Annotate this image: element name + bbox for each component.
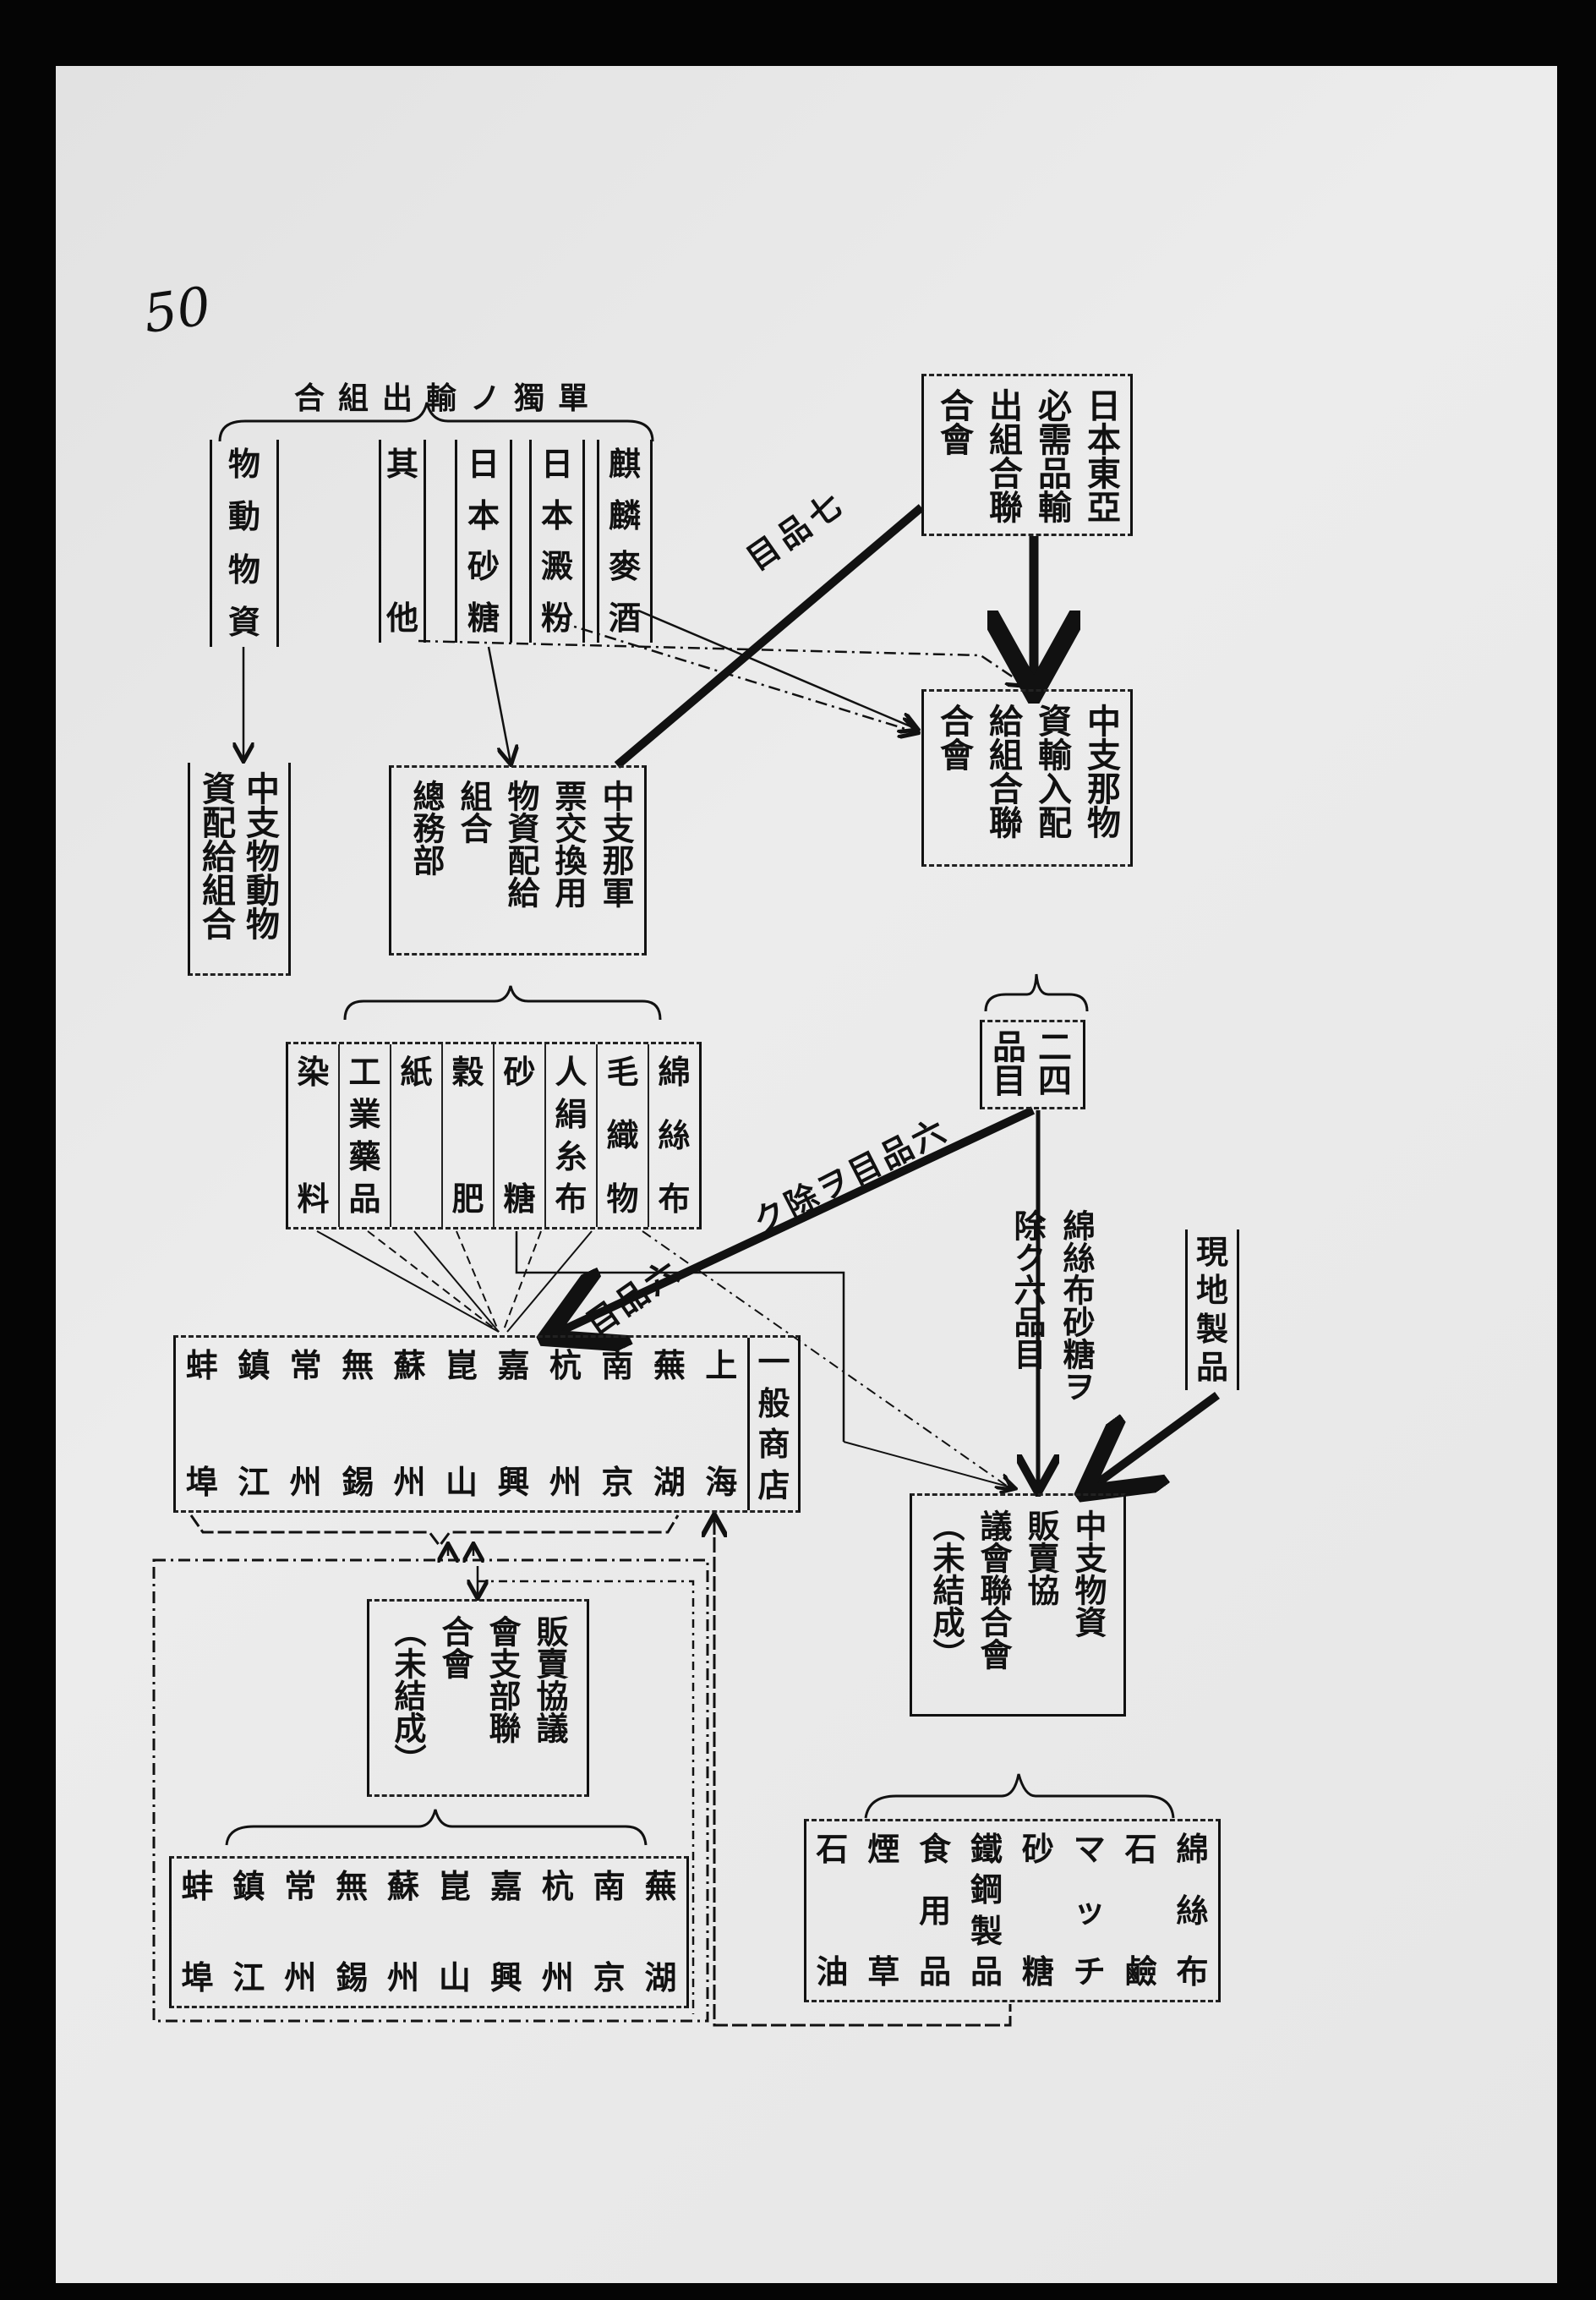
goods-item: 砂糖 [503, 1053, 536, 1218]
city: 蘇州 [387, 1867, 420, 1996]
goods-item: 煙草 [867, 1830, 900, 1991]
city: 無錫 [342, 1346, 374, 1501]
source-others: 其他 [379, 440, 426, 643]
arrow-beer [637, 609, 916, 729]
fan-lines [316, 1230, 593, 1333]
arrow-sugar [487, 646, 511, 763]
cities-lower-box: 蕪湖 南京 杭州 嘉興 崑山 蘇州 無錫 常州 鎮江 蚌埠 [169, 1856, 689, 2008]
city: 蕪湖 [653, 1346, 686, 1501]
label-excluding-cotton-sugar: 綿絲布砂糖ヲ 除ク六品目 [1008, 1209, 1096, 1402]
brace-cities [189, 1514, 680, 1548]
city: 嘉興 [497, 1346, 530, 1501]
goods-item: 綿絲布 [658, 1053, 691, 1218]
brace-goods [343, 985, 662, 1021]
city: 崑山 [445, 1346, 478, 1501]
header-independent-export-unions: 單獨ノ輸出組合 [293, 381, 602, 416]
city: 崑山 [438, 1867, 471, 1996]
goods-list-upper: 綿絲布 毛織物 人絹糸布 砂糖 穀肥 紙 工業藥品 染料 [286, 1042, 702, 1229]
brace-24-items [984, 973, 1089, 1012]
goods-item: 石鹼 [1124, 1830, 1157, 1991]
goods-item: 人絹糸布 [555, 1053, 588, 1218]
city: 南京 [601, 1346, 634, 1501]
source-mobilization-goods: 物動物資 [210, 440, 279, 647]
city: 杭州 [549, 1346, 582, 1501]
source-kirin-beer: 麒麟麥酒 [597, 440, 653, 643]
city: 蚌埠 [185, 1346, 218, 1501]
org-import-distribution-federation: 中支那物 資輸入配 給組合聯 合會 [921, 689, 1133, 867]
brace-top [218, 402, 654, 442]
source-japan-starch: 日本澱粉 [529, 440, 585, 643]
inner-dashed-connector [478, 1580, 695, 2014]
city: 鎮江 [232, 1867, 265, 1996]
thick-line-seven-items [614, 504, 925, 769]
org-sales-council-branch-federation: 販賣協議 會支部聯 合會 （未結成） [367, 1599, 589, 1797]
city: 蚌埠 [181, 1867, 214, 1996]
city: 無錫 [336, 1867, 369, 1996]
goods-item: 紙 [400, 1053, 433, 1091]
goods-item: 砂糖 [1021, 1830, 1054, 1991]
city: 蘇州 [393, 1346, 426, 1501]
thick-line-six-items [554, 1106, 1036, 1334]
brace-lower-right [864, 1773, 1175, 1819]
city: 上海 [705, 1346, 738, 1501]
goods-item: 鐵鋼製品 [970, 1830, 1003, 1991]
goods-item: 工業藥品 [348, 1053, 381, 1218]
goods-item: 毛織物 [606, 1053, 639, 1218]
scanned-page [56, 66, 1557, 2283]
page-number-handwritten: 50 [139, 274, 215, 346]
city: 鎮江 [238, 1346, 271, 1501]
cities-general-stores-box: 一般商店 上海 蕪湖 南京 杭州 嘉興 崑山 蘇州 無錫 常州 鎮江 蚌埠 [173, 1335, 801, 1513]
goods-item: 石油 [816, 1830, 849, 1991]
city: 蕪湖 [644, 1867, 677, 1996]
city: 常州 [289, 1346, 322, 1501]
goods-item: 綿絲布 [1176, 1830, 1209, 1991]
city: 南京 [593, 1867, 626, 1996]
org-sales-council-federation: 中支物資 販賣協 議會聯合會 （未結成） [910, 1493, 1126, 1717]
thick-arrow-local [1090, 1391, 1220, 1488]
return-line [713, 1518, 1012, 2027]
goods-item: 食用品 [919, 1830, 952, 1991]
brace-lower-left [225, 1809, 648, 1846]
goods-list-lower: 綿絲布 石鹼 マッチ 砂糖 鐵鋼製品 食用品 煙草 石油 [804, 1819, 1221, 2002]
goods-item: 染料 [297, 1053, 330, 1218]
dashed-goods-to-council [642, 1230, 1010, 1488]
org-mobilization-distribution-union: 中支物動物 資配給組合 [188, 763, 291, 976]
general-stores-label: 一般商店 [757, 1343, 790, 1504]
city: 嘉興 [489, 1867, 522, 1996]
org-east-asia-export-federation: 日本東亞 必需品輸 出組合聯 合會 [921, 374, 1133, 536]
source-japan-sugar: 日本砂糖 [455, 440, 512, 643]
city: 常州 [284, 1867, 317, 1996]
org-24-items: 二四 品目 [980, 1020, 1085, 1109]
local-products: 現地製品 [1185, 1229, 1239, 1390]
outer-dashed-box [152, 1558, 709, 2023]
city: 杭州 [541, 1867, 574, 1996]
arrow-starch [557, 620, 916, 732]
goods-item: 穀肥 [451, 1053, 484, 1218]
line-bend-to-council [843, 1441, 1014, 1488]
org-military-scrip-distribution-union: 中支那軍 票交換用 物資配給 組合 總務部 [389, 765, 647, 956]
goods-item: マッチ [1073, 1830, 1106, 1991]
